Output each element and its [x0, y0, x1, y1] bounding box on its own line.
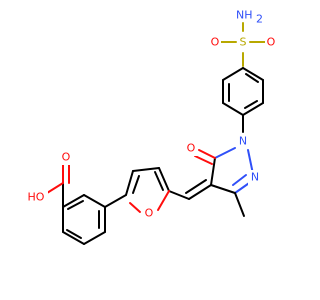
bond-ring1-6: [222, 67, 244, 81]
bond-ring1-1: [242, 67, 264, 81]
bond-ring2-5: [62, 194, 85, 208]
sulfonyl-s-text: S: [240, 36, 247, 49]
structure-canvas: NH 2 S O O N N O O O HO: [24, 7, 277, 245]
sulfonamide-n-subscript: 2: [256, 13, 263, 26]
bond-n1-c5: [214, 147, 236, 159]
sulfonamide-n-text: NH: [236, 9, 253, 22]
bond-c4-ch: [188, 184, 212, 200]
bond-furan-5: [157, 190, 170, 211]
sulfonyl-o-left-text: O: [211, 36, 220, 49]
pyrazole-n2-label: N: [248, 170, 262, 185]
bond-furan-1: [158, 167, 170, 192]
ketone-o-label: O: [184, 141, 198, 156]
furan-o-label: O: [142, 206, 156, 221]
pyrazole-n1-text: N: [239, 135, 247, 148]
ketone-o-text: O: [187, 142, 196, 155]
bond-c-oh: [46, 182, 64, 194]
bond-ring1-3: [242, 102, 264, 116]
bond-c3-c4: [210, 184, 236, 194]
furan-o-text: O: [145, 207, 154, 220]
sulfonamide-nh2-label: NH 2: [233, 7, 263, 26]
bond-furan-3-double: [132, 175, 140, 194]
bond-ring1-double-a: [245, 73, 259, 83]
pyrazole-n2-text: N: [251, 171, 259, 184]
bond-ring2-2: [83, 231, 106, 245]
bond-c5-o: [198, 149, 216, 159]
pyrazole-n1-label: N: [236, 134, 250, 149]
bond-ring2-6: [83, 194, 106, 208]
bond-furan-2: [132, 167, 160, 172]
bond-furan-4: [129, 202, 141, 213]
bond-ch-furan: [168, 190, 190, 200]
bond-c4-ch-double: [185, 179, 207, 194]
bond-ring2-3: [62, 231, 85, 245]
bond-furan-3: [125, 170, 134, 196]
sulfonyl-o-left-label: O: [209, 35, 221, 49]
bond-ring1-double-b: [244, 100, 258, 109]
carbonyl-o-label: O: [59, 150, 73, 165]
bond-c3-methyl: [234, 192, 245, 217]
bond-ring1-4: [222, 102, 244, 116]
bond-c4-c5: [210, 157, 216, 186]
sulfonyl-o-right-label: O: [265, 35, 277, 49]
sulfonyl-o-right-text: O: [267, 36, 276, 49]
carbonyl-o-text: O: [62, 151, 71, 164]
bond-furan-1-double: [154, 171, 164, 191]
hydroxyl-o-text: HO: [28, 191, 45, 204]
bond-furan-to-ring2: [104, 194, 127, 208]
bond-ring2-double-b: [66, 229, 82, 239]
bond-c5-o-double: [194, 155, 213, 165]
hydroxyl-o-label: HO: [24, 190, 48, 205]
molecule-diagram: NH 2 S O O N N O O O HO: [24, 7, 277, 245]
bond-n2-c3-double: [232, 174, 247, 186]
sulfonyl-s-label: S: [237, 35, 249, 49]
bond-ring2-double-c: [67, 200, 84, 210]
